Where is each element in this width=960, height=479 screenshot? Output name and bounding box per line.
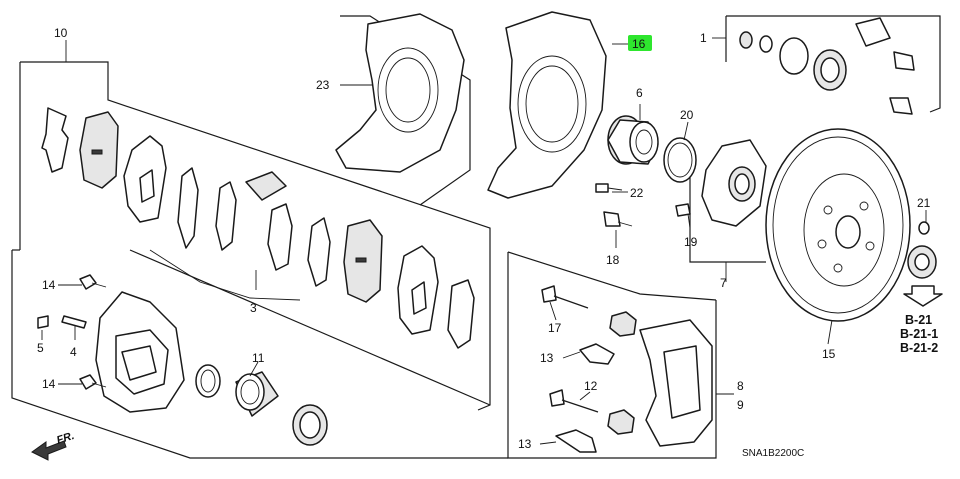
callout-23: 23 — [316, 78, 330, 92]
bearing-hub-group — [595, 115, 767, 227]
piston-and-seals — [195, 364, 328, 446]
direction-label: FR. — [55, 430, 76, 447]
highlight-16 — [628, 35, 652, 51]
seal-kit — [739, 17, 915, 115]
callout-3: 3 — [250, 301, 257, 315]
ref-b-21-1: B-21-1 — [900, 327, 938, 341]
callout-16: 16 — [632, 37, 646, 51]
callout-21: 21 — [917, 196, 931, 210]
group-frame-7 — [689, 170, 766, 263]
callout-13a: 13 — [540, 351, 554, 365]
group-frame-1 — [725, 15, 941, 113]
callout-7: 7 — [720, 276, 727, 290]
callout-10: 10 — [54, 26, 68, 40]
bleeder-parts — [37, 274, 107, 390]
callout-22: 22 — [630, 186, 644, 200]
ref-b-21: B-21 — [905, 313, 932, 327]
splash-shield-16 — [487, 11, 607, 199]
ref-b-21-2: B-21-2 — [900, 341, 938, 355]
reference-labels: B-21 B-21-1 B-21-2 — [900, 313, 938, 355]
callout-19: 19 — [684, 235, 698, 249]
callout-6: 6 — [636, 86, 643, 100]
callout-14a: 14 — [42, 278, 56, 292]
leader-lines — [41, 37, 927, 445]
group-frame-8-9 — [507, 251, 717, 459]
callout-20: 20 — [680, 108, 694, 122]
brake-disc — [765, 128, 943, 322]
callout-18: 18 — [606, 253, 620, 267]
callout-5: 5 — [37, 341, 44, 355]
callout-1: 1 — [700, 31, 707, 45]
caliper-body — [95, 291, 185, 413]
brake-pad-set — [41, 107, 475, 349]
callout-15: 15 — [822, 347, 836, 361]
front-direction-arrow — [31, 440, 67, 461]
diagram-code: SNA1B2200C — [742, 448, 804, 459]
callout-11: 11 — [252, 351, 265, 365]
callout-numbers: 1 3 4 5 6 7 8 9 10 11 12 13 13 14 14 15 … — [37, 26, 931, 451]
callout-14b: 14 — [42, 377, 56, 391]
callout-9: 9 — [737, 398, 744, 412]
callout-8: 8 — [737, 379, 744, 393]
callout-12: 12 — [584, 379, 598, 393]
caliper-bracket — [541, 285, 713, 453]
group-frame-23 — [340, 15, 471, 206]
callout-4: 4 — [70, 345, 77, 359]
callout-13b: 13 — [518, 437, 532, 451]
callout-17: 17 — [548, 321, 562, 335]
group-frame-10 — [19, 61, 491, 411]
splash-shield-23 — [335, 13, 465, 173]
